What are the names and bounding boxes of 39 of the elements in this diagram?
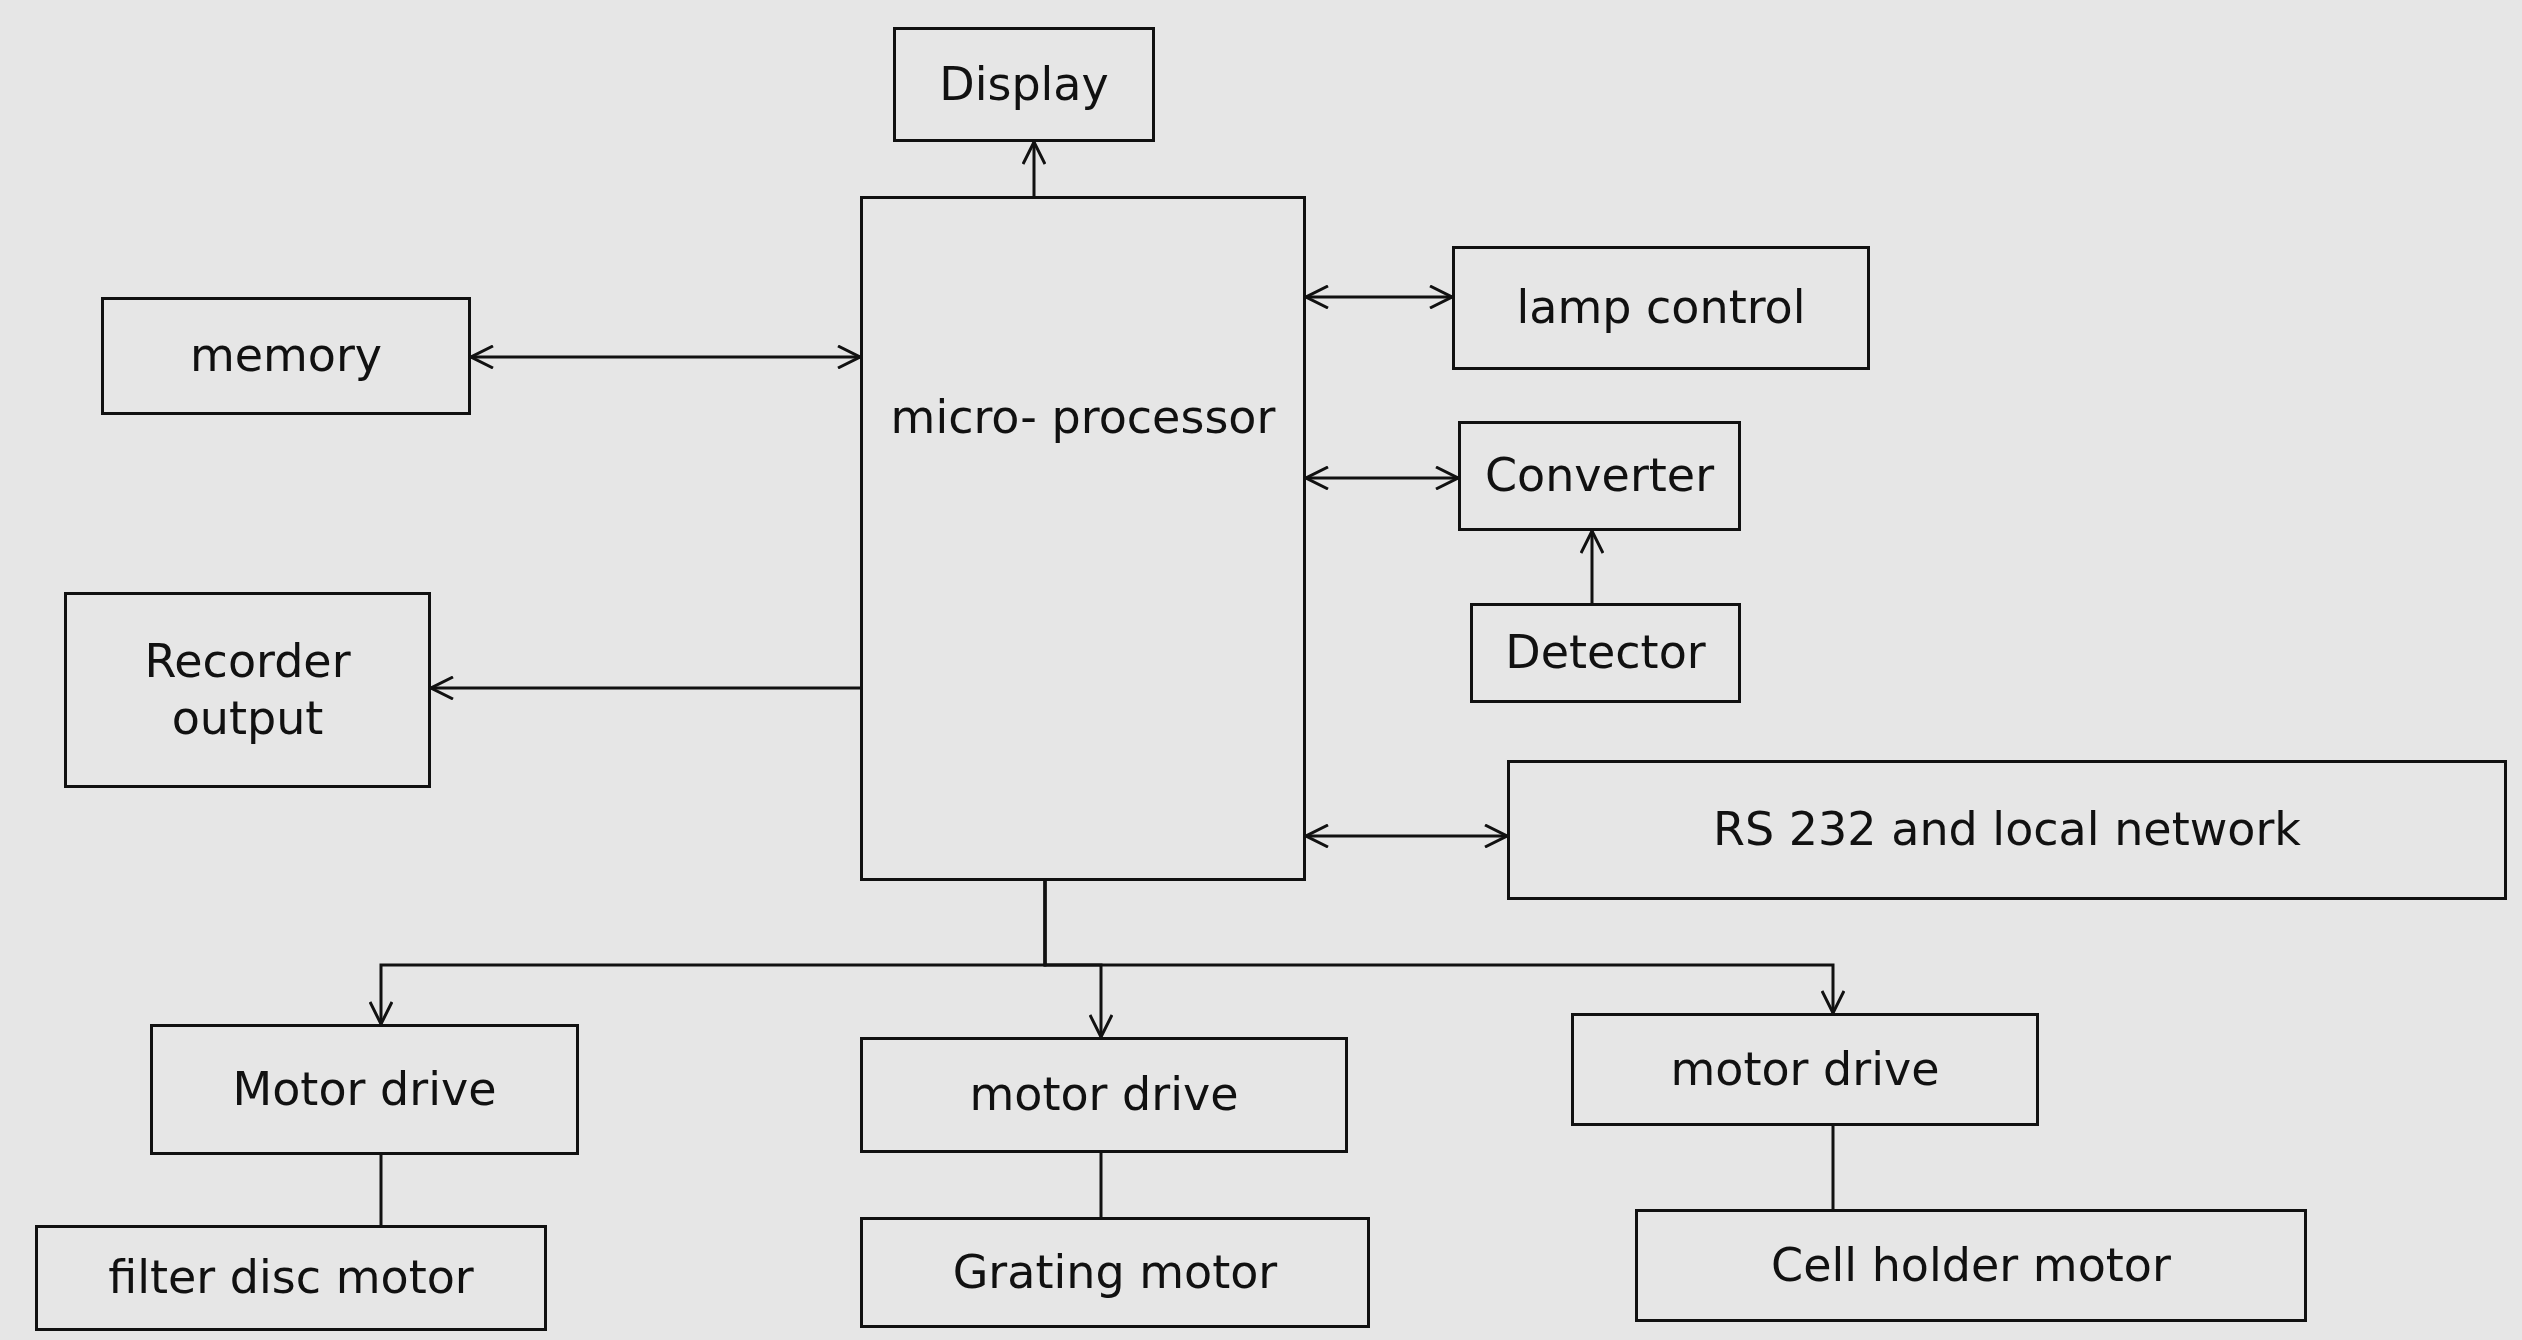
- connector-line: [1831, 1126, 1835, 1209]
- block-box: [1458, 421, 1741, 531]
- block-box: [64, 592, 431, 788]
- block-label: RS 232 and local network: [1713, 801, 2301, 859]
- arrow: [1304, 284, 1454, 310]
- block-label: Detector: [1505, 624, 1706, 682]
- block-label: motor drive: [1670, 1040, 1940, 1098]
- processor-box: [860, 196, 1306, 881]
- block-box: [1470, 603, 1741, 703]
- block-label: Motor drive: [232, 1060, 497, 1118]
- arrow: [469, 344, 862, 370]
- arrow: [1579, 529, 1605, 603]
- arrow: [1021, 140, 1047, 196]
- block-label: filter disc motor: [108, 1249, 474, 1307]
- block-box: [1452, 246, 1870, 370]
- connector-line: [379, 1155, 383, 1225]
- block-label: Recorder output: [143, 632, 352, 747]
- block-box: [1571, 1013, 2039, 1126]
- block-box: [150, 1024, 579, 1155]
- block-label: Grating motor: [952, 1243, 1278, 1301]
- block-label: micro- processor: [890, 389, 1276, 446]
- block-label: Display: [939, 55, 1109, 113]
- block-box: [1635, 1209, 2307, 1322]
- connector-line: [1099, 1153, 1103, 1217]
- arrow: [429, 675, 860, 701]
- arrow: [1304, 465, 1460, 491]
- block-label: memory: [189, 327, 383, 385]
- block-box: [860, 1217, 1370, 1328]
- block-box: [101, 297, 471, 415]
- block-box: [35, 1225, 547, 1331]
- block-label: lamp control: [1516, 279, 1806, 337]
- block-label: motor drive: [969, 1066, 1239, 1124]
- arrow: [1043, 881, 1846, 1015]
- block-box: [893, 27, 1155, 142]
- block-box: [860, 1037, 1348, 1153]
- block-label: Converter: [1484, 447, 1715, 505]
- block-label: Cell holder motor: [1771, 1236, 2171, 1294]
- block-box: [1507, 760, 2507, 900]
- arrow: [1304, 823, 1509, 849]
